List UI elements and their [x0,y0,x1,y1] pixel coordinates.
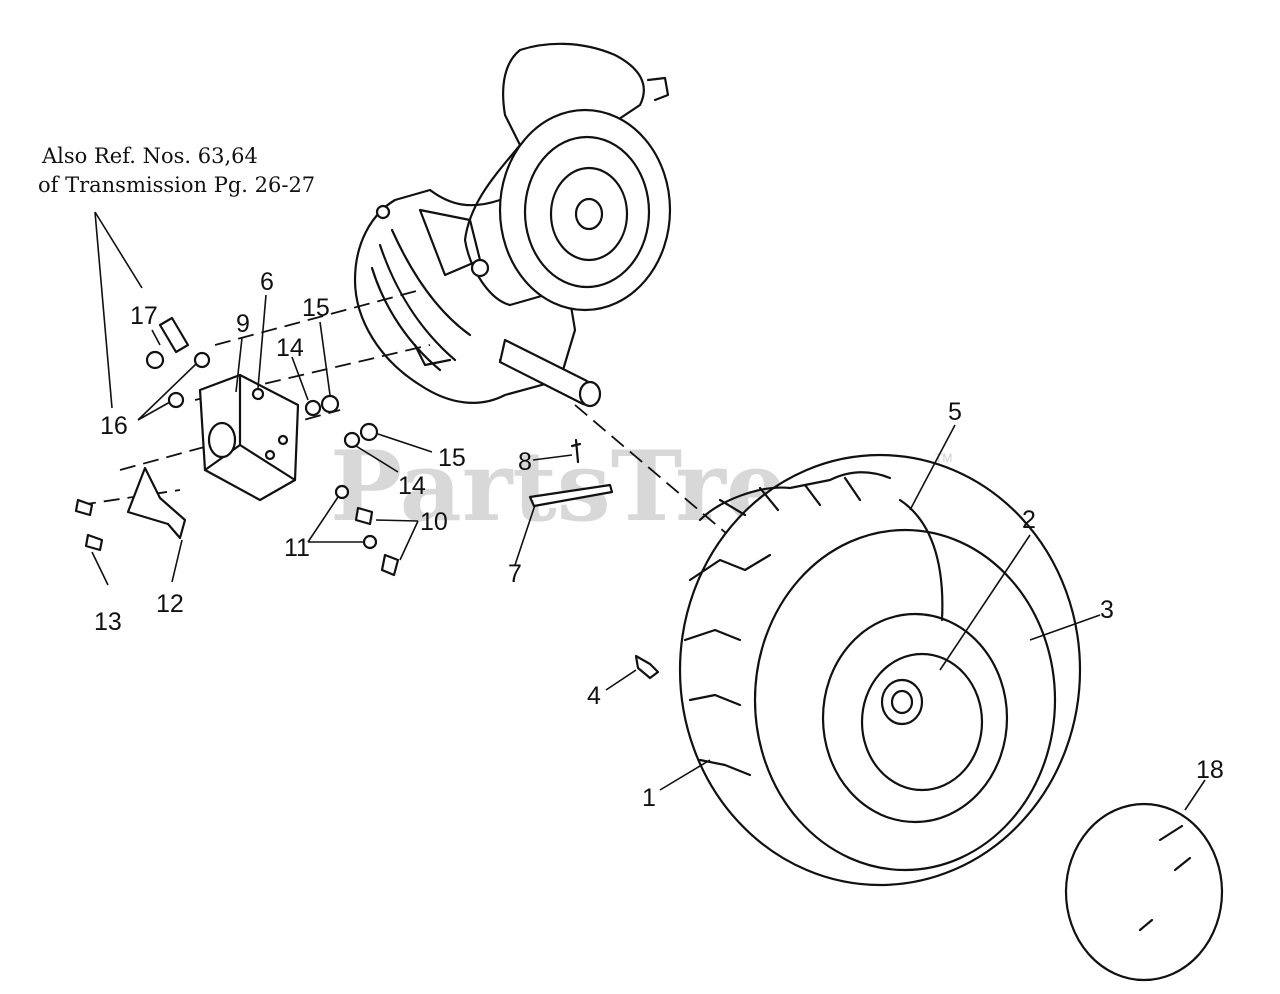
pulley-groove [523,135,651,289]
washer-11a [334,484,350,500]
leader-8 [532,454,573,461]
callout-13: 13 [94,608,122,636]
leader-15b [377,433,433,453]
callout-11: 11 [284,534,310,562]
callout-16: 16 [100,412,128,440]
bolt-13a [74,498,94,517]
callout-10: 10 [420,508,448,536]
valve-stem-4 [634,654,660,680]
hardware [74,316,660,680]
callout-2: 2 [1022,506,1036,534]
callout-15b: 15 [438,444,466,472]
lockwasher-14b [343,431,361,449]
callout-1: 1 [642,784,656,812]
leader-15a [319,321,331,396]
bolt-10a [354,506,374,526]
washer-11b [362,534,378,550]
hub-bore [890,689,914,715]
small-bracket [126,466,187,540]
leader-18 [1184,779,1206,811]
nut-15b [359,422,379,442]
leader-lines [91,294,1206,811]
leader-1 [659,759,711,791]
small-bracket-body [126,466,187,540]
pulley-hub [574,197,604,231]
housing-ribs [370,228,472,372]
dash-mid [194,344,431,401]
assembly-lines [79,289,741,546]
bolt-17 [158,316,190,354]
tire-wheel [678,453,1082,887]
pulley [498,108,672,312]
callouts: 1 2 3 4 5 6 7 8 9 10 11 12 13 14 14 15 1… [94,268,1224,812]
pulley-web [549,166,629,262]
dash-upper [214,289,421,346]
housing-bolt [470,258,490,278]
hub-cap-disc [1064,802,1224,982]
bracket-bolt-hole [264,449,276,461]
leader-13 [91,551,109,586]
leader-17 [151,329,161,346]
rim-inner [860,652,984,792]
axle [498,338,602,408]
callout-4: 4 [587,682,601,710]
leader-2 [939,534,1031,671]
mounting-bracket [198,373,300,502]
callout-15a: 15 [302,294,330,322]
leader-16 [137,363,197,421]
reference-note: Also Ref. Nos. 63,64 of Transmission Pg.… [38,144,315,409]
callout-17: 17 [130,302,158,330]
bracket-bolt-hole-2 [277,434,289,446]
cotter-8 [570,438,582,464]
callout-5: 5 [948,398,962,426]
bracket-hole [207,421,237,459]
shift-rod [646,76,670,102]
callout-14b: 14 [398,472,426,500]
callout-7: 7 [508,560,522,588]
leader-6 [257,294,267,389]
callout-9: 9 [236,310,250,338]
callout-6: 6 [260,268,274,296]
leader-4 [605,669,637,691]
housing-stud [375,204,391,220]
tire-cutaway [898,498,944,622]
tire-tread [683,471,892,777]
dash-lower [119,409,341,471]
note-line-2: of Transmission Pg. 26-27 [38,173,315,197]
leader-14b [355,445,399,473]
bolt-13b [84,533,104,552]
axle-end [578,380,602,408]
callout-14a: 14 [276,334,304,362]
leader-11 [307,496,365,543]
leader-5 [909,424,956,511]
rim-outer [821,612,1009,824]
leader-7 [514,504,536,566]
lockwasher-14a [304,399,322,417]
leader-3 [1029,614,1101,641]
note-leaders [94,211,143,409]
dash-axle-wheel [574,404,741,546]
leader-14a [291,356,309,401]
leader-9 [235,337,243,393]
tire-sidewall [753,528,1057,872]
callout-12: 12 [156,590,184,618]
dash-bottom [79,489,181,506]
washer-16b [167,391,185,409]
callout-18: 18 [1196,756,1224,784]
bolt-10b [380,553,400,577]
nut-15a [320,394,340,414]
leader-10 [375,519,419,561]
callout-8: 8 [518,448,532,476]
callout-3: 3 [1100,596,1114,624]
hub-cap [1064,802,1224,982]
note-line-1: Also Ref. Nos. 63,64 [41,144,258,168]
nut-17 [145,350,165,370]
washer-16a [193,351,211,369]
pin-7 [528,483,614,508]
leader-12 [171,539,183,583]
hub-cap-glare [1138,824,1192,932]
tire-outer [678,453,1082,887]
stud-6 [251,387,265,401]
